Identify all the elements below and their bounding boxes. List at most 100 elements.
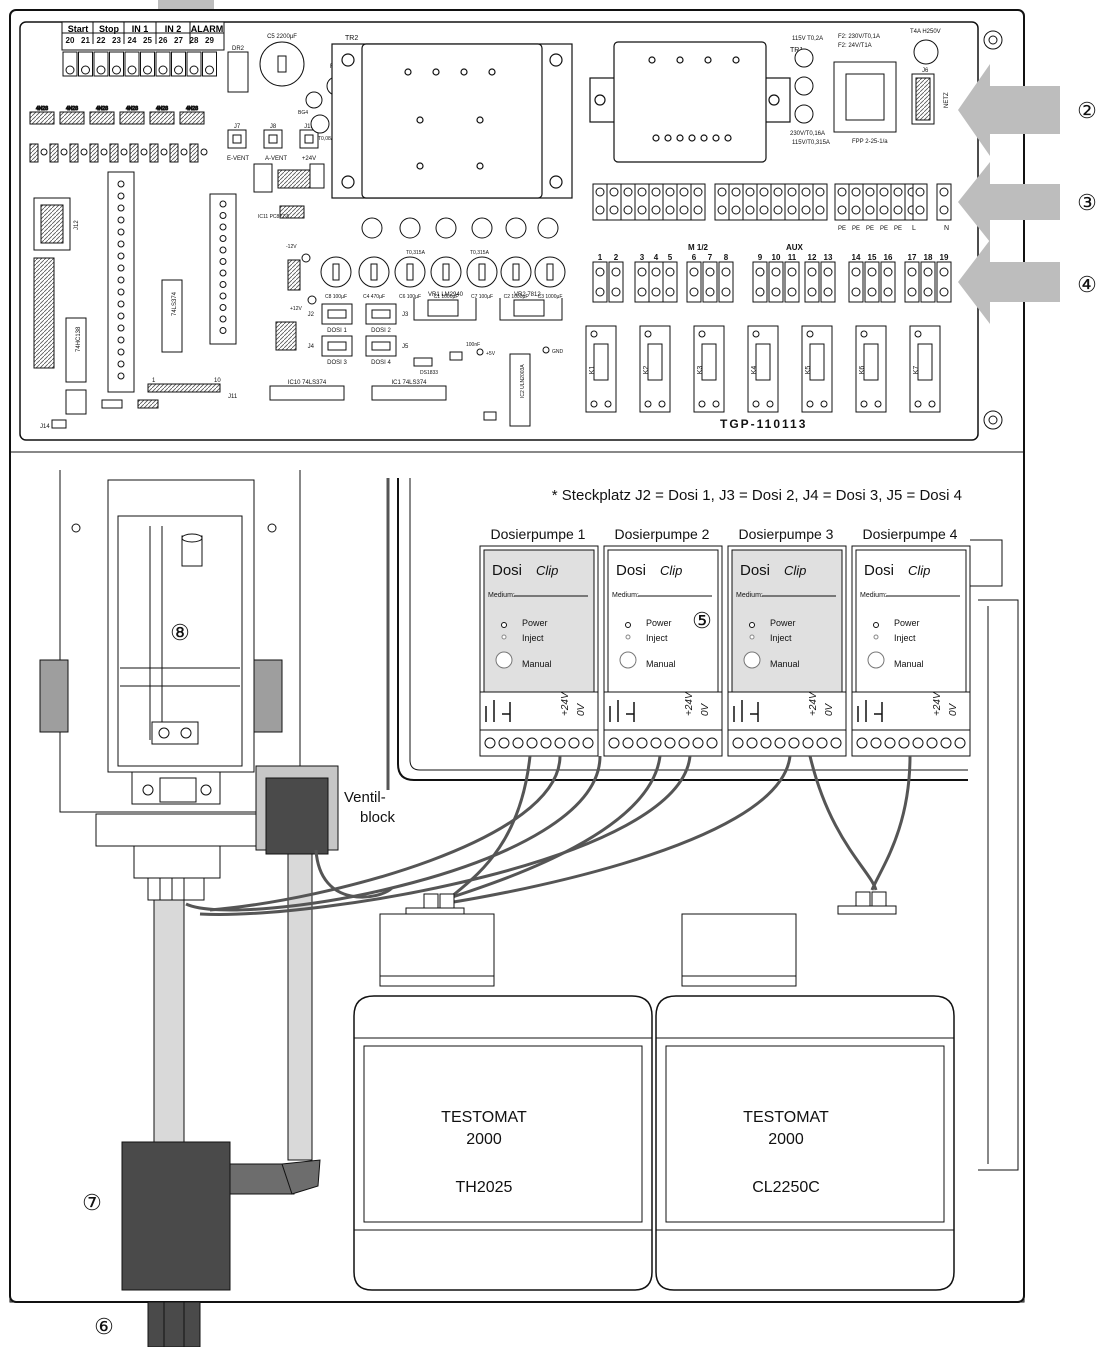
resistor [49, 143, 59, 163]
transformer-pin [404, 68, 412, 76]
terminal-screw [893, 205, 903, 215]
header-terminal-number: 20 [66, 36, 75, 45]
terminal-screw [787, 267, 797, 277]
capacitor-mark [478, 263, 486, 281]
regulators: VR1 LM2940 VR2 7812 BG4 [298, 91, 563, 321]
terminal-screw [907, 287, 917, 297]
header-terminal-number: 28 [190, 36, 199, 45]
header-group-start: Start [68, 24, 89, 34]
header-pin [219, 223, 227, 231]
transformer-pin [476, 116, 484, 124]
relay-pin [874, 400, 882, 408]
pump-manual-button[interactable] [495, 651, 513, 669]
capacitor-label: C7 100µF [471, 294, 493, 300]
pump-terminal-strip [727, 729, 847, 757]
pump-terminal-screw [788, 737, 800, 749]
pump-manual-label: Manual [646, 659, 676, 669]
terminal-number: 8 [724, 253, 729, 262]
terminal-screw [665, 187, 675, 197]
pump-terminal-screw [954, 737, 966, 749]
terminal-screw [851, 187, 861, 197]
capacitor-mark [406, 263, 414, 281]
terminal-screw [637, 287, 647, 297]
terminal-screw [611, 287, 621, 297]
header-pin [117, 240, 125, 248]
pump-terminal-screw [856, 737, 868, 749]
svg-text:J2: J2 [308, 312, 315, 318]
header-pin [219, 304, 227, 311]
opto-coupler [119, 111, 145, 125]
terminal-screw [915, 205, 925, 215]
pump-power-led [873, 622, 879, 628]
terminal-screw [837, 205, 847, 215]
pump-terminal-screw [582, 737, 594, 749]
svg-text:-12V: -12V [286, 244, 297, 250]
terminal-screw [787, 187, 797, 197]
pump-manual-button[interactable] [619, 651, 637, 669]
pump-terminal-screw [898, 737, 910, 749]
header-pin [219, 281, 227, 288]
pump-power-label: Power [522, 618, 548, 628]
svg-text:DOSI 4: DOSI 4 [371, 360, 391, 366]
capacitor-label: C8 100µF [325, 294, 347, 300]
terminal-screw [705, 287, 715, 297]
pump-voltage-24v: +24V [808, 691, 819, 716]
terminal-screw [651, 287, 661, 297]
pump-terminal-face [727, 691, 847, 731]
svg-text:DS1833: DS1833 [420, 370, 438, 376]
pump-power-label: Power [646, 618, 672, 628]
terminal-screw [879, 205, 889, 215]
fuse-label: T0,315A [406, 250, 426, 256]
transformer-tr1: TR1 [589, 41, 803, 163]
pump-terminal-screw [940, 737, 952, 749]
header-pin [117, 300, 125, 308]
capacitor-mark [442, 263, 450, 281]
transformer-tr2: TR2 [331, 35, 573, 199]
capacitor-mark [512, 263, 520, 281]
pump-title: Dosierpumpe 3 [739, 526, 834, 542]
terminal-number: 5 [668, 253, 673, 262]
terminal-number: 15 [868, 253, 877, 262]
header-terminals [62, 51, 217, 77]
pump-medium-label: Medium: [488, 592, 515, 599]
svg-text:J8: J8 [270, 124, 277, 130]
pump-inject-led [873, 634, 879, 640]
svg-text:DOSI 2: DOSI 2 [371, 328, 391, 334]
terminal-screw [595, 287, 605, 297]
terminal-screw [923, 287, 933, 297]
pump-terminal-screw [664, 737, 676, 749]
pump-terminal-screw [884, 737, 896, 749]
pump-terminal-screw [554, 737, 566, 749]
pump-manual-button[interactable] [867, 651, 885, 669]
terminal-number: 12 [808, 253, 817, 262]
relay-pin [644, 330, 652, 338]
relay-pin [752, 400, 760, 408]
board-id: TGP-110113 [720, 417, 807, 431]
relay-pin [712, 400, 720, 408]
pad [200, 148, 208, 156]
svg-text:J14: J14 [40, 424, 50, 430]
svg-text:BG4: BG4 [298, 110, 308, 116]
fuse-holder [361, 217, 383, 239]
svg-text:M 1/2: M 1/2 [688, 243, 709, 252]
pump-terminal-screw [816, 737, 828, 749]
pcb-left-area: DR2 C5 2200µF F8 T1A 4N284N284N284N284N2… [29, 34, 564, 430]
relay-pin [914, 330, 922, 338]
terminal-screw [679, 205, 689, 215]
svg-text:F2: 24V/T1A: F2: 24V/T1A [838, 43, 872, 49]
header-pin [117, 204, 125, 212]
pump-terminal-screw [926, 737, 938, 749]
header-pin [219, 200, 227, 208]
header-terminal-number: 23 [112, 36, 121, 45]
pump-manual-button[interactable] [743, 651, 761, 669]
transformer-pin [488, 68, 496, 76]
terminal-screw [679, 187, 689, 197]
resistor [129, 143, 139, 163]
tank-label-line1: TESTOMAT [743, 1109, 829, 1126]
terminal-screw [611, 267, 621, 277]
